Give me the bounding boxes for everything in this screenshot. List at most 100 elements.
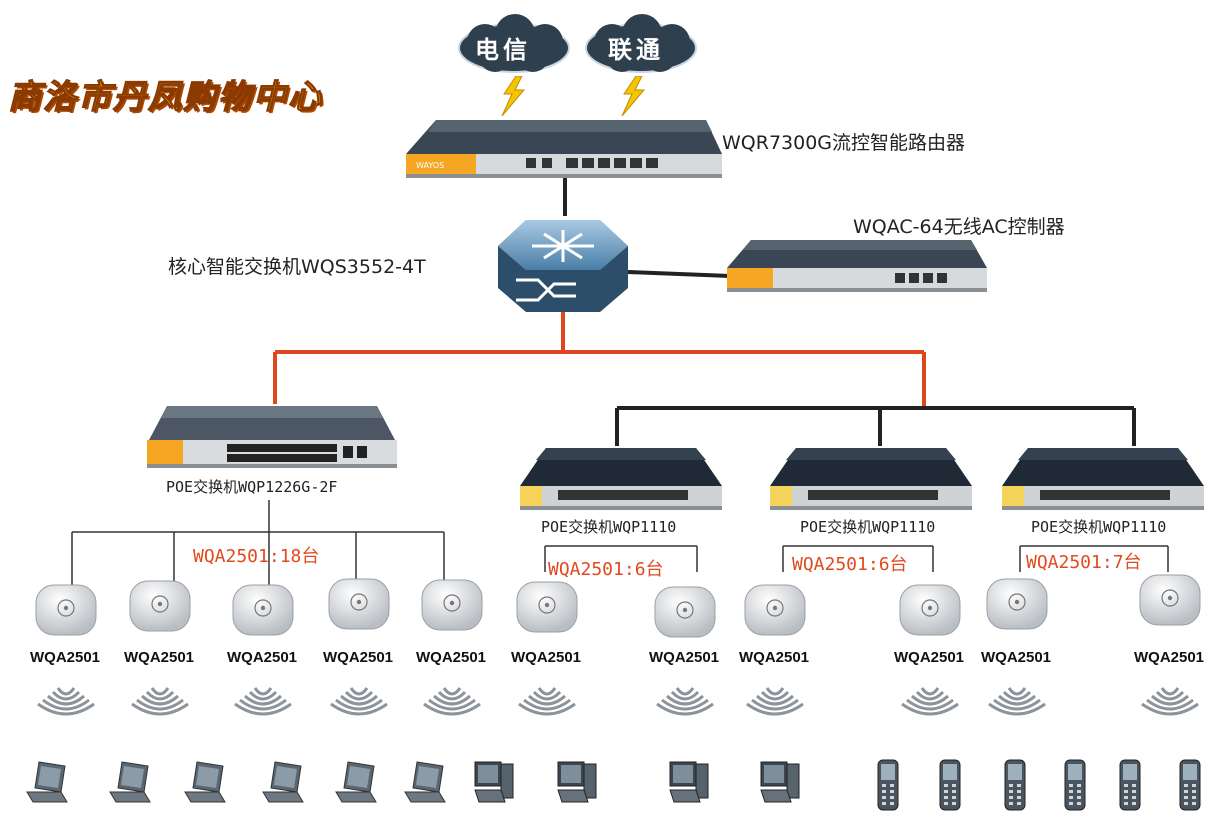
phone-client[interactable] <box>1178 758 1202 816</box>
access-point-icon <box>516 581 578 633</box>
access-point-icon <box>421 579 483 631</box>
ac-controller-device[interactable] <box>727 238 987 296</box>
access-point-label: WQA2501 <box>1134 649 1205 666</box>
access-point-label: WQA2501 <box>981 649 1052 666</box>
desktop-client-icon <box>760 761 800 803</box>
poe-switch-4-ap-count: WQA2501:7台 <box>1026 552 1142 573</box>
desktop-client-icon <box>557 761 597 803</box>
poe-switch-2-device[interactable] <box>518 446 724 514</box>
phone-client[interactable] <box>1003 758 1027 816</box>
laptop-client[interactable] <box>403 760 447 810</box>
wifi-signal-icon <box>233 676 293 728</box>
laptop-client[interactable] <box>25 760 69 810</box>
desktop-client[interactable] <box>666 758 714 810</box>
access-point-icon <box>654 586 716 638</box>
access-point-icon <box>232 584 294 636</box>
desktop-client[interactable] <box>471 758 519 810</box>
phone-client[interactable] <box>1063 758 1087 816</box>
access-point[interactable] <box>33 582 99 642</box>
desktop-client-icon <box>474 761 514 803</box>
laptop-client[interactable] <box>183 760 227 810</box>
ac-controller-icon <box>727 240 987 292</box>
poe-switch-1-label: POE交换机WQP1226G-2F <box>166 478 338 496</box>
phone-client-icon <box>1179 759 1201 811</box>
isp-label: 电信 <box>475 36 531 64</box>
laptop-client-icon <box>404 761 446 803</box>
cloud-icon <box>458 14 570 73</box>
lightning-icon <box>501 76 526 116</box>
laptop-client[interactable] <box>334 760 378 810</box>
access-point[interactable] <box>742 582 808 642</box>
access-point[interactable] <box>652 584 718 644</box>
wifi-signal-icon <box>745 676 805 728</box>
lightning-icon <box>621 76 646 116</box>
phone-client[interactable] <box>938 758 962 816</box>
core-switch-label: 核心智能交换机WQS3552-4T <box>168 256 426 278</box>
poe-switch-2-ap-count: WQA2501:6台 <box>548 559 664 580</box>
laptop-client-icon <box>184 761 226 803</box>
poe-switch-3-label: POE交换机WQP1110 <box>800 518 936 536</box>
core-switch-device[interactable] <box>496 216 630 316</box>
isp-cloud-unicom: 联通 <box>582 14 700 76</box>
access-point-icon <box>744 584 806 636</box>
access-point-label: WQA2501 <box>416 649 487 666</box>
wifi-signal-icon <box>1140 676 1200 728</box>
poe-switch-icon <box>147 406 397 468</box>
access-point[interactable] <box>419 577 485 637</box>
laptop-client[interactable] <box>261 760 305 810</box>
page-title: 商洛市丹凤购物中心 <box>7 76 323 116</box>
access-point[interactable] <box>1137 572 1203 632</box>
poe-switch-4-device[interactable] <box>1000 446 1206 514</box>
access-point-icon <box>35 584 97 636</box>
poe-switch-3-ap-count: WQA2501:6台 <box>792 554 908 575</box>
access-point-icon <box>986 578 1048 630</box>
laptop-client-icon <box>335 761 377 803</box>
access-point-icon <box>899 584 961 636</box>
access-point[interactable] <box>326 576 392 636</box>
desktop-client-icon <box>669 761 709 803</box>
poe-switch-1-device[interactable] <box>145 404 399 470</box>
access-point-label: WQA2501 <box>739 649 810 666</box>
router-device[interactable]: WAYOS <box>406 118 722 180</box>
access-point-label: WQA2501 <box>227 649 298 666</box>
access-point-label: WQA2501 <box>323 649 394 666</box>
wifi-signal-icon <box>130 676 190 728</box>
access-point-label: WQA2501 <box>511 649 582 666</box>
access-point-icon <box>1139 574 1201 626</box>
poe-switch-1-ap-count: WQA2501:18台 <box>193 546 320 567</box>
access-point[interactable] <box>514 579 580 639</box>
desktop-client[interactable] <box>554 758 602 810</box>
phone-client-icon <box>1064 759 1086 811</box>
phone-client-icon <box>1119 759 1141 811</box>
phone-client[interactable] <box>876 758 900 816</box>
isp-label: 联通 <box>608 36 664 64</box>
access-point-icon <box>129 580 191 632</box>
ac-controller-label: WQAC-64无线AC控制器 <box>853 216 1065 238</box>
laptop-client-icon <box>109 761 151 803</box>
wifi-signal-icon <box>329 676 389 728</box>
phone-client[interactable] <box>1118 758 1142 816</box>
access-point[interactable] <box>127 578 193 638</box>
poe-switch-3-device[interactable] <box>768 446 974 514</box>
access-point-label: WQA2501 <box>124 649 195 666</box>
cloud-icon <box>585 14 697 73</box>
poe-switch-icon <box>520 448 722 510</box>
access-point-label: WQA2501 <box>649 649 720 666</box>
isp-cloud-telecom: 电信 <box>455 14 573 76</box>
wifi-signal-icon <box>987 676 1047 728</box>
access-point-label: WQA2501 <box>30 649 101 666</box>
core-switch-icon <box>498 220 628 312</box>
phone-client-icon <box>939 759 961 811</box>
wifi-signal-icon <box>517 676 577 728</box>
desktop-client[interactable] <box>757 758 805 810</box>
access-point-label: WQA2501 <box>894 649 965 666</box>
laptop-client[interactable] <box>108 760 152 810</box>
wifi-signal-icon <box>900 676 960 728</box>
phone-client-icon <box>1004 759 1026 811</box>
access-point[interactable] <box>897 582 963 642</box>
wifi-signal-icon <box>36 676 96 728</box>
access-point[interactable] <box>984 576 1050 636</box>
poe-switch-icon <box>770 448 972 510</box>
access-point[interactable] <box>230 582 296 642</box>
